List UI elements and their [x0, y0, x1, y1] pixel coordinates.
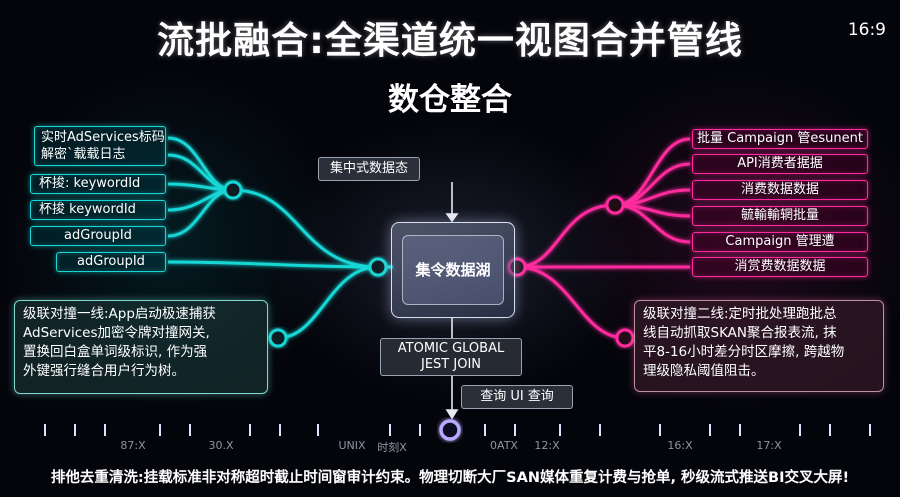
arrow-down-icon	[445, 213, 459, 223]
left-source-2[interactable]: 杯捘: keywordId	[30, 174, 166, 194]
timeline-ticks	[44, 424, 871, 436]
wire-left-1	[167, 136, 234, 192]
timeline-label-2: 30.X	[208, 439, 234, 452]
right-desc-line-4: 理级隐私阈值阻击。	[643, 363, 765, 379]
timeline-label-4: 时刻X	[377, 441, 407, 454]
arrow-down-icon	[445, 409, 459, 420]
wire-left-5	[167, 188, 234, 238]
wire-right-lower	[516, 265, 626, 340]
right-desc-line-3: 平8-16小时差分时区摩擦, 跨越物	[643, 344, 845, 360]
left-source-4-label: adGroupId	[64, 228, 132, 243]
data-lake-label: 集令数据湖	[415, 261, 491, 279]
left-source-3[interactable]: 杯捘 keywordId	[30, 200, 166, 220]
left-source-5[interactable]: adGroupId	[56, 252, 166, 272]
timeline-label-7: 16:X	[667, 439, 693, 452]
right-source-4-label: 毓輸輸辋批量	[740, 208, 819, 223]
right-description-panel: 级联对撞二线:定时批处理跑批总 线自动抓取SKAN聚合报表流, 抹 平8-16小…	[634, 300, 884, 392]
timeline-label-8: 17:X	[756, 439, 782, 452]
left-desc-line-4: 外键强行缝合用户行为树。	[23, 363, 185, 379]
left-source-4[interactable]: adGroupId	[30, 226, 166, 246]
query-button[interactable]: 查询 UI 查询	[461, 385, 573, 409]
right-source-1-label: 批量 Campaign 管esunent	[697, 131, 863, 146]
timeline-label-5: 0ATX	[490, 439, 518, 452]
timeline-label-3: UNIX	[338, 439, 366, 452]
right-source-6[interactable]: 消赏费数据数据	[692, 257, 868, 277]
centralized-data-tag[interactable]: 集中式数据态	[318, 157, 420, 181]
right-source-5[interactable]: Campaign 管理遭	[692, 232, 868, 252]
node-dot-icon	[605, 195, 625, 215]
right-desc-line-1: 级联对撞二线:定时批处理跑批总	[643, 306, 837, 322]
left-source-1-line2: 解密`载载日志	[41, 147, 126, 162]
wire-right-1	[614, 137, 691, 207]
page-subtitle: 数仓整合	[388, 82, 512, 118]
page-title: 流批融合:全渠道统一视图合并管线	[157, 19, 743, 62]
right-source-5-label: Campaign 管理遭	[725, 234, 835, 249]
centralized-data-label: 集中式数据态	[329, 161, 408, 176]
timeline-marker-icon	[439, 419, 461, 441]
left-desc-line-3: 置换回白盒单词级标识, 作为强	[23, 344, 208, 360]
timeline-label-1: 87:X	[120, 439, 146, 452]
left-source-1[interactable]: 实时AdServices标码 解密`载载日志	[34, 126, 166, 166]
wire-left-6	[167, 260, 379, 269]
left-desc-line-1: 级联对撞一线:App启动极速捕获	[23, 306, 216, 322]
right-source-6-label: 消赏费数据数据	[734, 259, 826, 274]
node-dot-icon	[615, 328, 635, 348]
wire-right-main	[516, 203, 616, 269]
right-source-3-label: 消费数据数据	[740, 182, 819, 197]
right-source-4[interactable]: 毓輸輸辋批量	[692, 206, 868, 226]
left-source-3-label: 杯捘 keywordId	[39, 202, 136, 217]
atomic-join-line2: JEST JOIN	[421, 357, 481, 372]
node-dot-icon	[223, 180, 243, 200]
right-desc-line-2: 线自动抓取SKAN聚合报表流, 抹	[643, 325, 837, 341]
wire-left-lower	[277, 265, 379, 340]
atomic-join-line1: ATOMIC GLOBAL	[397, 341, 505, 356]
aspect-ratio-label: 16:9	[847, 20, 886, 40]
right-wires	[516, 137, 691, 340]
timeline-label-6: 12:X	[534, 439, 560, 452]
node-dot-icon	[368, 257, 388, 277]
right-source-2-label: API消费者据据	[737, 156, 823, 171]
query-label: 查询 UI 查询	[480, 389, 554, 404]
left-source-2-label: 杯捘: keywordId	[39, 176, 141, 191]
wire-right-5	[614, 203, 691, 244]
wire-left-main	[232, 188, 379, 269]
data-lake-core[interactable]: 集令数据湖	[391, 222, 515, 318]
left-source-5-label: adGroupId	[77, 254, 145, 269]
left-desc-line-2: AdServices加密令牌对撞网关,	[23, 325, 210, 341]
atomic-join-box[interactable]: ATOMIC GLOBAL JEST JOIN	[380, 338, 522, 376]
right-source-3[interactable]: 消费数据数据	[692, 180, 868, 200]
left-source-1-line1: 实时AdServices标码	[41, 130, 165, 145]
right-source-2[interactable]: API消费者据据	[692, 154, 868, 174]
timeline	[0, 419, 900, 441]
left-description-panel: 级联对撞一线:App启动极速捕获 AdServices加密令牌对撞网关, 置换回…	[14, 300, 268, 394]
center-arrows	[445, 182, 459, 420]
node-dot-icon	[268, 328, 288, 348]
data-lake-core-inner	[402, 235, 504, 305]
right-source-1[interactable]: 批量 Campaign 管esunent	[692, 129, 868, 149]
footer-caption: 排他去重清洗:挂载标准非对称超时截止时间窗审计约束。物理切断大厂SAN媒体重复计…	[50, 470, 850, 486]
